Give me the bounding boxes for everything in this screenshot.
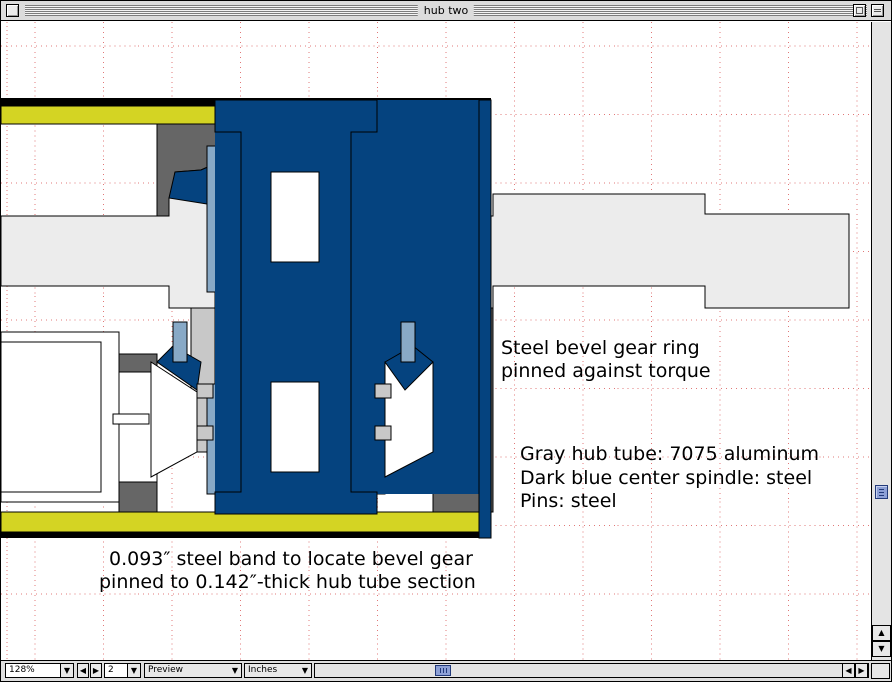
status-bar: 128% ▼ ◀ ▶ 2 ▼ Preview ▼ Inches ▼ ◀ ▶ (1, 660, 891, 681)
pin-right-2 (374, 425, 392, 441)
hub-tube-bottom-edge (1, 532, 491, 538)
pin-left-top (172, 321, 188, 363)
horizontal-scrollbar[interactable]: ◀ ▶ (314, 663, 869, 678)
spindle-window-top (270, 171, 320, 263)
vertical-scrollbar[interactable]: ▲ ▼ (871, 22, 891, 660)
view-mode-caret-icon: ▼ (231, 666, 238, 675)
band-note-line1: 0.093″ steel band to locate bevel gear (109, 548, 473, 570)
resize-grip-icon[interactable] (871, 663, 890, 679)
units-value: Inches (248, 665, 278, 675)
title-bar[interactable]: hub two (1, 1, 891, 21)
zoom-box-icon[interactable] (853, 4, 866, 17)
page-field[interactable]: 2 (104, 663, 128, 678)
inner-bore-lip (1, 341, 102, 493)
band-note-line2: pinned to 0.142″-thick hub tube section (99, 571, 476, 593)
scroll-right-arrow-icon[interactable]: ▶ (855, 663, 868, 678)
axle-right (420, 193, 850, 309)
scroll-left-arrow-icon[interactable]: ◀ (842, 663, 855, 678)
bevel-gear-note-line1: Steel bevel gear ring (501, 337, 700, 359)
units-select[interactable]: Inches ▼ (244, 663, 312, 678)
next-page-icon[interactable]: ▶ (90, 663, 102, 678)
zoom-dropdown-icon[interactable]: ▼ (60, 663, 74, 678)
view-mode-select[interactable]: Preview ▼ (144, 663, 242, 678)
materials-note-line1: Gray hub tube: 7075 aluminum (520, 443, 819, 465)
materials-note-line2: Dark blue center spindle: steel (520, 467, 812, 489)
scroll-down-arrow-icon[interactable]: ▼ (872, 641, 891, 657)
bevel-pinion-left (150, 361, 198, 478)
vertical-scroll-thumb[interactable] (875, 485, 888, 499)
horizontal-scroll-thumb[interactable] (435, 665, 451, 676)
scroll-up-arrow-icon[interactable]: ▲ (872, 625, 891, 641)
pin-right-1 (374, 383, 392, 399)
page-dropdown-icon[interactable]: ▼ (127, 663, 141, 678)
bevel-gear-bottom-left (156, 345, 202, 391)
window-title: hub two (417, 3, 475, 18)
hub-cross-section-drawing: Steel bevel gear ring pinned against tor… (1, 22, 871, 660)
collapse-box-icon[interactable] (871, 4, 884, 17)
steel-band-bottom (1, 511, 492, 533)
pin-left-1 (196, 383, 214, 399)
center-spindle (214, 99, 378, 515)
pin-right-top (400, 321, 416, 363)
zoom-field[interactable]: 128% (5, 663, 61, 678)
spindle-end-plate (478, 99, 492, 539)
bevel-gear-note-line2: pinned against torque (501, 360, 711, 382)
retainer-clip (112, 413, 150, 425)
drawing-canvas[interactable]: Steel bevel gear ring pinned against tor… (1, 22, 871, 660)
units-caret-icon: ▼ (301, 666, 308, 675)
close-box-icon[interactable] (6, 4, 19, 17)
pin-left-2 (196, 425, 214, 441)
prev-page-icon[interactable]: ◀ (77, 663, 89, 678)
materials-note-line3: Pins: steel (520, 490, 617, 512)
view-mode-value: Preview (148, 665, 184, 675)
spindle-window-bottom (270, 381, 320, 473)
